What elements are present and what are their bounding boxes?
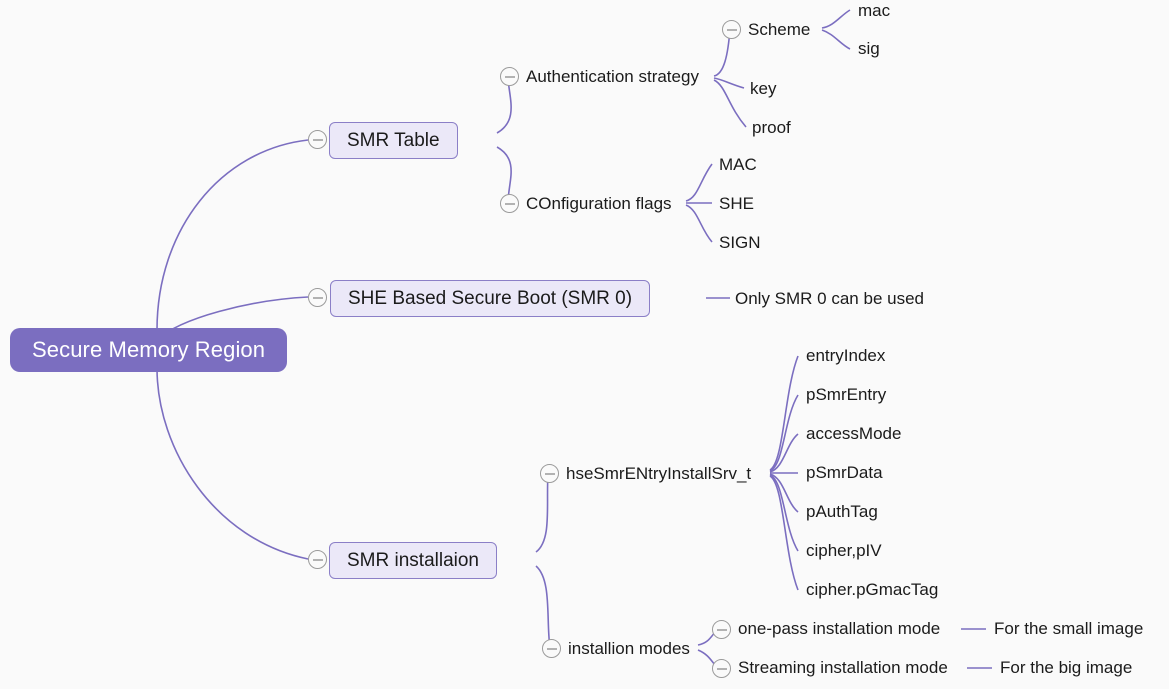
node-sig[interactable]: sig: [858, 40, 880, 57]
toggle-authentication-strategy[interactable]: [500, 67, 519, 86]
node-for-the-small-image[interactable]: For the small image: [994, 620, 1143, 637]
node-mac-label: mac: [858, 1, 891, 20]
node-configuration-flags[interactable]: COnfiguration flags: [526, 195, 672, 212]
edge-struct-cipherpiv: [769, 474, 799, 552]
node-hse-smr-entry-install-srv-t-label: hseSmrENtryInstallSrv_t: [566, 464, 752, 483]
node-cipher-pgmactag-label: cipher.pGmacTag: [806, 580, 939, 599]
node-she-based-secure-boot[interactable]: SHE Based Secure Boot (SMR 0): [330, 280, 651, 317]
node-access-mode-label: accessMode: [806, 424, 902, 443]
edge-scheme-mac: [821, 9, 851, 29]
edge-struct-accessmode: [769, 433, 799, 473]
node-configuration-flags-label: COnfiguration flags: [526, 194, 672, 213]
node-p-smr-data[interactable]: pSmrData: [806, 464, 883, 481]
edge-root-smr-table: [156, 139, 309, 331]
edge-root-smr-install: [156, 367, 309, 560]
node-one-pass-installation-mode[interactable]: one-pass installation mode: [738, 620, 940, 637]
edge-install-struct: [535, 472, 549, 553]
toggle-installion-modes[interactable]: [542, 639, 561, 658]
node-flag-she[interactable]: SHE: [719, 195, 754, 212]
node-p-auth-tag[interactable]: pAuthTag: [806, 503, 878, 520]
node-scheme[interactable]: Scheme: [748, 21, 810, 38]
node-sig-label: sig: [858, 39, 880, 58]
edge-auth-proof: [713, 79, 747, 128]
node-only-smr0-label: Only SMR 0 can be used: [735, 289, 924, 308]
edge-struct-pauthtag: [769, 473, 799, 513]
edge-install-modes: [535, 565, 551, 649]
node-mac[interactable]: mac: [858, 2, 890, 19]
node-entry-index[interactable]: entryIndex: [806, 347, 885, 364]
node-flag-she-label: SHE: [719, 194, 754, 213]
edge-scheme-sig: [821, 29, 851, 50]
node-key-label: key: [750, 79, 777, 98]
toggle-she-based-secure-boot[interactable]: [308, 288, 327, 307]
node-flag-sign-label: SIGN: [719, 233, 761, 252]
node-cipher-pgmactag[interactable]: cipher.pGmacTag: [806, 581, 938, 598]
toggle-hse-smr-entry-install-srv-t[interactable]: [540, 464, 559, 483]
node-streaming-installation-mode[interactable]: Streaming installation mode: [738, 659, 948, 676]
node-cipher-piv[interactable]: cipher,pIV: [806, 542, 882, 559]
node-cipher-piv-label: cipher,pIV: [806, 541, 882, 560]
node-installion-modes[interactable]: installion modes: [568, 640, 690, 657]
node-flag-sign[interactable]: SIGN: [719, 234, 761, 251]
node-flag-mac-label: MAC: [719, 155, 757, 174]
toggle-smr-installaion[interactable]: [308, 550, 327, 569]
toggle-smr-table[interactable]: [308, 130, 327, 149]
edge-config-mac: [685, 163, 713, 202]
edge-config-sign: [685, 204, 713, 243]
node-one-pass-installation-mode-label: one-pass installation mode: [738, 619, 941, 638]
node-entry-index-label: entryIndex: [806, 346, 886, 365]
edge-struct-ciphergmac: [769, 475, 799, 591]
toggle-scheme[interactable]: [722, 20, 741, 39]
node-proof[interactable]: proof: [752, 119, 791, 136]
node-smr-installaion-label: SMR installaion: [347, 550, 479, 571]
node-key[interactable]: key: [750, 80, 776, 97]
root-node-label: Secure Memory Region: [32, 337, 266, 362]
node-authentication-strategy[interactable]: Authentication strategy: [526, 68, 699, 85]
toggle-one-pass-installation-mode[interactable]: [712, 620, 731, 639]
node-scheme-label: Scheme: [748, 20, 811, 39]
node-hse-smr-entry-install-srv-t[interactable]: hseSmrENtryInstallSrv_t: [566, 465, 751, 482]
toggle-configuration-flags[interactable]: [500, 194, 519, 213]
node-for-the-small-image-label: For the small image: [994, 619, 1144, 638]
node-smr-table[interactable]: SMR Table: [329, 122, 458, 159]
toggle-streaming-installation-mode[interactable]: [712, 659, 731, 678]
node-for-the-big-image[interactable]: For the big image: [1000, 659, 1132, 676]
node-installion-modes-label: installion modes: [568, 639, 690, 658]
node-flag-mac[interactable]: MAC: [719, 156, 757, 173]
edge-struct-psmrentry: [769, 394, 799, 472]
root-node-secure-memory-region[interactable]: Secure Memory Region: [10, 328, 288, 372]
node-p-smr-entry[interactable]: pSmrEntry: [806, 386, 886, 403]
node-only-smr0-can-be-used[interactable]: Only SMR 0 can be used: [735, 290, 924, 307]
node-streaming-installation-mode-label: Streaming installation mode: [738, 658, 948, 677]
node-proof-label: proof: [752, 118, 791, 137]
node-she-based-secure-boot-label: SHE Based Secure Boot (SMR 0): [348, 288, 633, 309]
node-for-the-big-image-label: For the big image: [1000, 658, 1133, 677]
node-smr-installaion[interactable]: SMR installaion: [329, 542, 497, 579]
edge-auth-key: [713, 77, 745, 89]
node-p-auth-tag-label: pAuthTag: [806, 502, 878, 521]
edge-struct-entryindex: [769, 355, 799, 471]
node-smr-table-label: SMR Table: [347, 130, 440, 151]
node-authentication-strategy-label: Authentication strategy: [526, 67, 699, 86]
node-access-mode[interactable]: accessMode: [806, 425, 901, 442]
node-p-smr-data-label: pSmrData: [806, 463, 883, 482]
node-p-smr-entry-label: pSmrEntry: [806, 385, 887, 404]
